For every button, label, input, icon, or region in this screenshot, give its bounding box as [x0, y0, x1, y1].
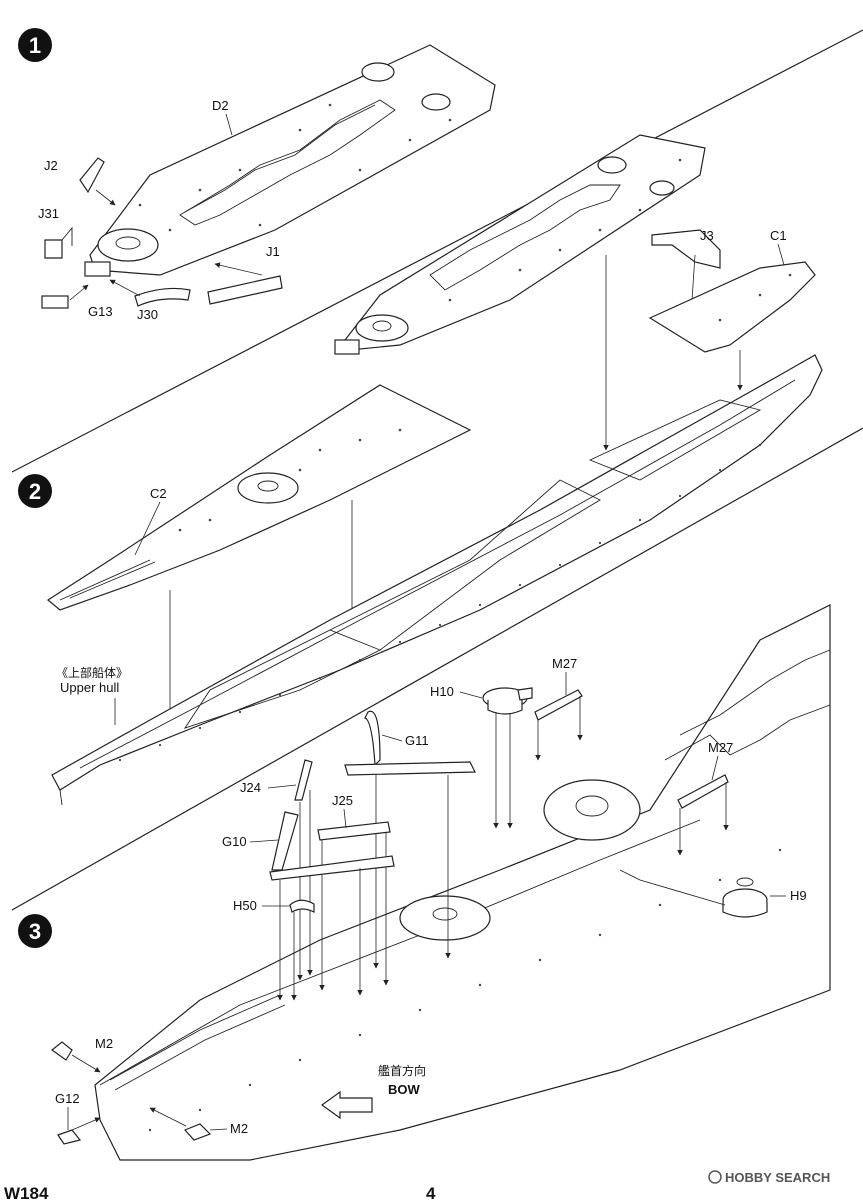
step-1-badge: 1	[18, 28, 52, 62]
part-c2	[46, 384, 472, 611]
bow-direction-arrow	[320, 1090, 373, 1120]
stern-block	[84, 261, 111, 277]
porthole-row	[118, 443, 762, 762]
label-m27-right: M27	[708, 740, 733, 755]
label-bow-cn: 艦首方向	[378, 1063, 426, 1078]
label-h9: H9	[790, 888, 807, 903]
watermark-logo: HOBBY SEARCH	[708, 1170, 830, 1185]
part-j2	[79, 157, 116, 206]
part-g13	[41, 284, 89, 309]
deck-assembled-step1	[334, 134, 706, 355]
svg-text:3: 3	[29, 919, 41, 944]
step-2-badge: 2	[18, 474, 52, 508]
part-h50	[289, 899, 315, 1001]
svg-text:1: 1	[29, 33, 41, 58]
label-g11: G11	[405, 733, 429, 748]
label-m2-lower: M2	[230, 1121, 248, 1136]
part-j30	[109, 279, 191, 307]
label-j31: J31	[38, 206, 59, 221]
hull-upper	[51, 354, 823, 806]
label-j24: J24	[240, 780, 261, 795]
part-c1	[648, 261, 816, 391]
part-g10	[269, 811, 395, 1001]
model-code: W184	[4, 1184, 49, 1200]
part-j3	[651, 229, 721, 331]
label-c1: C1	[770, 228, 787, 243]
label-h50: H50	[233, 898, 257, 913]
label-g12: G12	[55, 1091, 80, 1106]
part-g11	[344, 710, 476, 969]
label-j2: J2	[44, 158, 58, 173]
label-d2: D2	[212, 98, 229, 113]
label-g13: G13	[88, 304, 113, 319]
divider-step2-step3	[11, 427, 863, 911]
label-h10: H10	[430, 684, 454, 699]
label-c2: C2	[150, 486, 167, 501]
step-3-badge: 3	[18, 914, 52, 948]
part-m27-right	[677, 774, 729, 856]
part-m27-top	[534, 689, 583, 761]
part-j1	[207, 262, 283, 305]
label-m27-top: M27	[552, 656, 577, 671]
part-h9	[619, 869, 768, 918]
page-number: 4	[426, 1184, 436, 1200]
label-bow-en: BOW	[388, 1082, 421, 1097]
label-j1: J1	[266, 244, 280, 259]
deck-part-d2	[89, 44, 496, 276]
divider-step1-step2	[11, 29, 863, 473]
part-g12	[57, 1117, 101, 1145]
hull-assembled	[94, 604, 831, 1161]
label-upper-hull-cn: 《上部船体》	[56, 665, 128, 680]
watermark-text: HOBBY SEARCH	[725, 1170, 830, 1185]
svg-text:2: 2	[29, 479, 41, 504]
part-m2-upper	[51, 1041, 101, 1073]
part-j31	[44, 226, 73, 259]
part-m2-lower	[149, 1107, 212, 1141]
label-g10: G10	[222, 834, 247, 849]
label-upper-hull-en: Upper hull	[60, 680, 119, 695]
part-h10	[482, 687, 533, 829]
label-j3: J3	[700, 228, 714, 243]
label-m2-upper: M2	[95, 1036, 113, 1051]
label-j25: J25	[332, 793, 353, 808]
part-j24	[294, 759, 313, 981]
label-j30: J30	[137, 307, 158, 322]
